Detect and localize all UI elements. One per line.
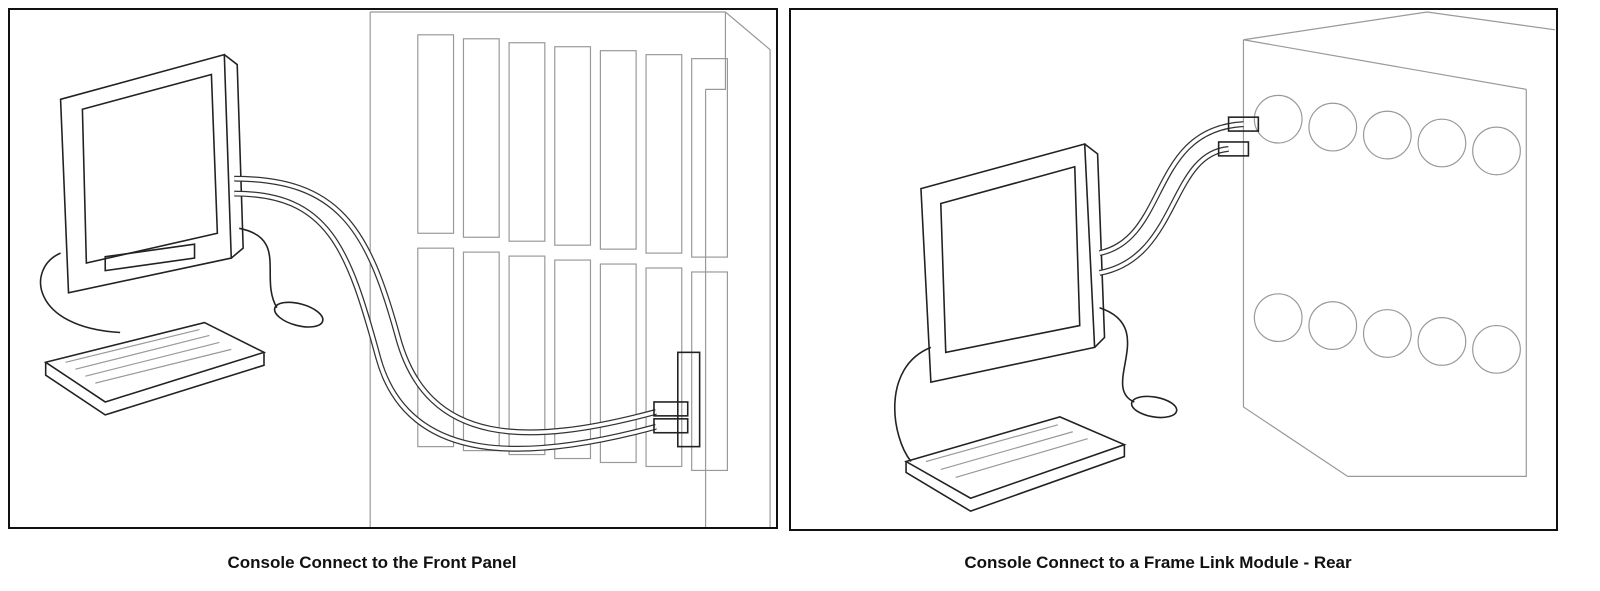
- front-panel-line-art: [39, 11, 771, 527]
- blade-bay: [691, 271, 729, 472]
- keyboard: [904, 416, 1127, 513]
- blade-bay: [645, 54, 683, 254]
- blade-bay: [417, 34, 455, 234]
- fan-module: [1308, 102, 1358, 152]
- mouse: [1130, 395, 1178, 419]
- fan-module: [1253, 293, 1303, 343]
- fan-module: [1308, 301, 1358, 350]
- keyboard: [43, 321, 267, 416]
- blade-bay: [462, 38, 500, 238]
- blade-bay: [554, 46, 592, 246]
- blade-bay: [691, 58, 729, 258]
- fan-module: [1253, 94, 1303, 144]
- console-cables: [893, 116, 1260, 463]
- monitor: [920, 142, 1106, 384]
- fan-module: [1417, 118, 1467, 168]
- blade-bay: [462, 251, 500, 452]
- blade-bay: [554, 259, 592, 460]
- blade-bay: [508, 255, 546, 456]
- blade-enclosure-front: [369, 11, 771, 527]
- figure-caption-front-panel: Console Connect to the Front Panel: [227, 553, 517, 572]
- fan-module: [1472, 126, 1521, 176]
- blade-bay: [645, 267, 683, 468]
- monitor: [59, 53, 244, 294]
- fan-module: [1417, 317, 1467, 366]
- blade-bay: [599, 50, 637, 250]
- front-panel-illustration: [8, 8, 778, 529]
- rear-frame-link-illustration: [789, 8, 1558, 531]
- mouse: [273, 301, 324, 328]
- blade-bay: [417, 247, 455, 448]
- figure-caption-frame-link-rear: Console Connect to a Frame Link Module -…: [964, 553, 1352, 572]
- fan-module: [1472, 324, 1521, 374]
- blade-enclosure-rear: [1242, 11, 1556, 478]
- fan-module: [1362, 309, 1412, 358]
- console-cables: [39, 175, 701, 452]
- fan-module: [1362, 110, 1412, 160]
- blade-bay: [599, 263, 637, 464]
- blade-bay: [508, 42, 546, 242]
- rear-panel-line-art: [893, 11, 1556, 513]
